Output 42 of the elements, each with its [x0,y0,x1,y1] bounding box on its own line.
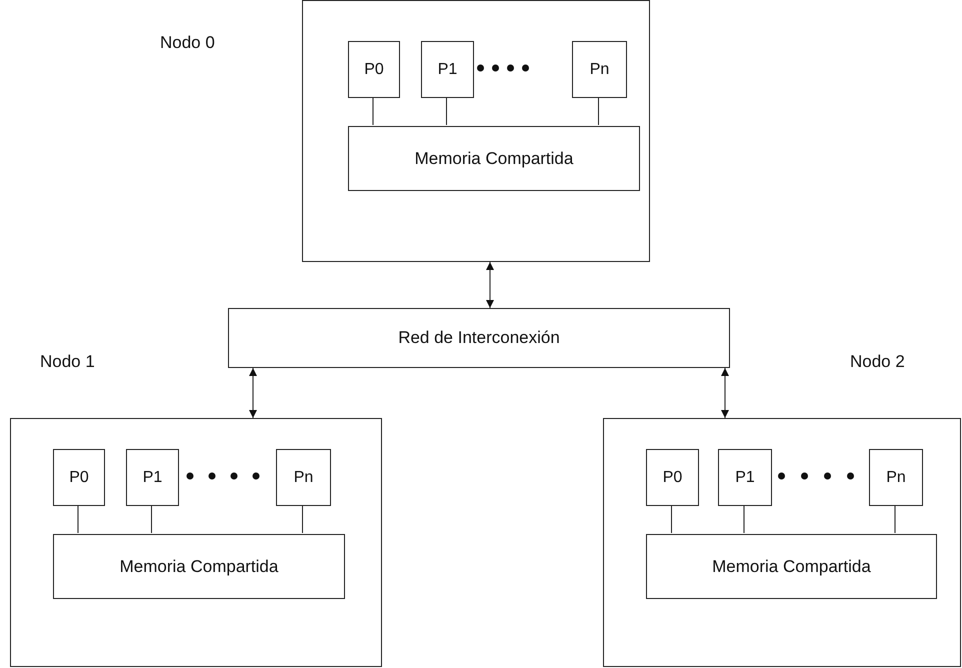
process-box [228,308,730,368]
node-caption: Nodo 2 [850,352,905,372]
box-label: P1 [142,468,162,486]
connector-line [671,504,672,534]
node-caption: Nodo 0 [160,33,215,53]
connector-line [302,504,303,534]
box-label: Memoria Compartida [414,148,574,168]
process-box [276,449,331,506]
node-caption: Nodo 1 [40,352,95,372]
box-label: Pn [590,60,610,78]
node-frame [603,418,961,667]
box-label: P1 [438,60,458,78]
process-box [53,534,345,599]
box-label: P0 [69,468,89,486]
double-arrow [721,368,729,418]
double-arrow [249,368,257,418]
box-label: Memoria Compartida [120,556,278,576]
process-box [348,41,400,98]
box-label: P0 [662,468,682,486]
box-label: Pn [886,468,906,486]
process-box [718,449,772,506]
box-label: Pn [294,468,314,486]
process-box [869,449,923,506]
process-box [646,534,937,599]
process-box [126,449,179,506]
box-label: Red de Interconexión [398,328,560,348]
connector-line [598,96,599,126]
process-box [421,41,474,98]
box-label: Memoria Compartida [712,556,871,576]
connector-line [446,96,447,126]
connector-line [894,504,896,534]
connector-line [372,96,374,126]
process-box [53,449,105,506]
box-label: P1 [735,468,755,486]
box-label: P0 [364,60,384,78]
double-arrow [486,262,494,308]
connector-line [151,504,152,534]
process-box [348,126,640,191]
process-box [572,41,627,98]
node-frame [302,0,650,262]
process-box [646,449,699,506]
node-frame [10,418,382,667]
